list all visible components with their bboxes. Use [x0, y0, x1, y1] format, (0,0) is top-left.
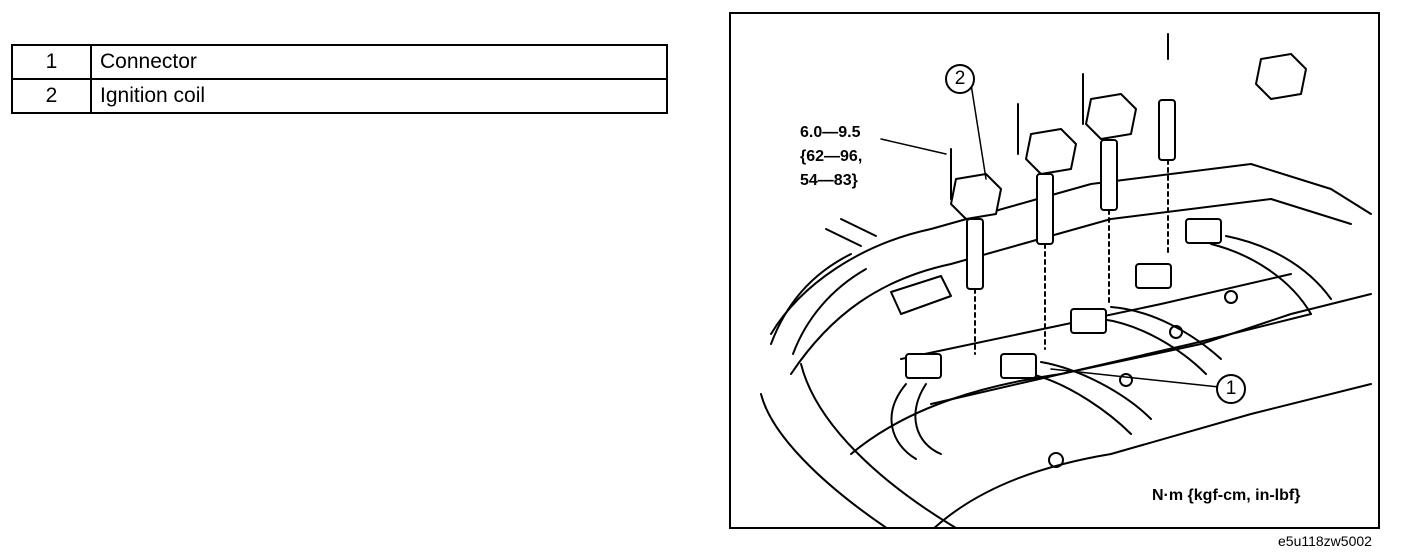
connectors — [905, 218, 1222, 379]
part-number: 1 — [11, 44, 92, 80]
torque-spec: 6.0—9.5 {62—96, 54—83} — [800, 124, 863, 189]
ignition-coil — [1082, 73, 1137, 305]
harness-cables — [890, 235, 1332, 460]
engine-head-outline — [760, 163, 1372, 527]
callout-connector: 1 — [1216, 374, 1246, 404]
engine-illustration — [760, 33, 1372, 527]
table-row: 2 Ignition coil — [11, 78, 668, 114]
ignition-coil-diagram — [729, 12, 1380, 529]
parts-table: 1 Connector 2 Ignition coil — [11, 44, 668, 114]
part-name: Connector — [90, 44, 668, 80]
ignition-coil — [1158, 33, 1307, 255]
part-number: 2 — [11, 78, 92, 114]
ignition-coil — [1017, 103, 1077, 350]
figure-id: e5u118zw5002 — [1278, 533, 1372, 549]
leader-lines — [880, 83, 1220, 388]
callout-ignition-coil: 2 — [945, 64, 975, 94]
table-row: 1 Connector — [11, 44, 668, 80]
part-name: Ignition coil — [90, 78, 668, 114]
torque-units: N·m {kgf-cm, in-lbf} — [1152, 487, 1301, 504]
ignition-coils — [950, 33, 1307, 355]
ignition-coil — [950, 148, 1002, 355]
